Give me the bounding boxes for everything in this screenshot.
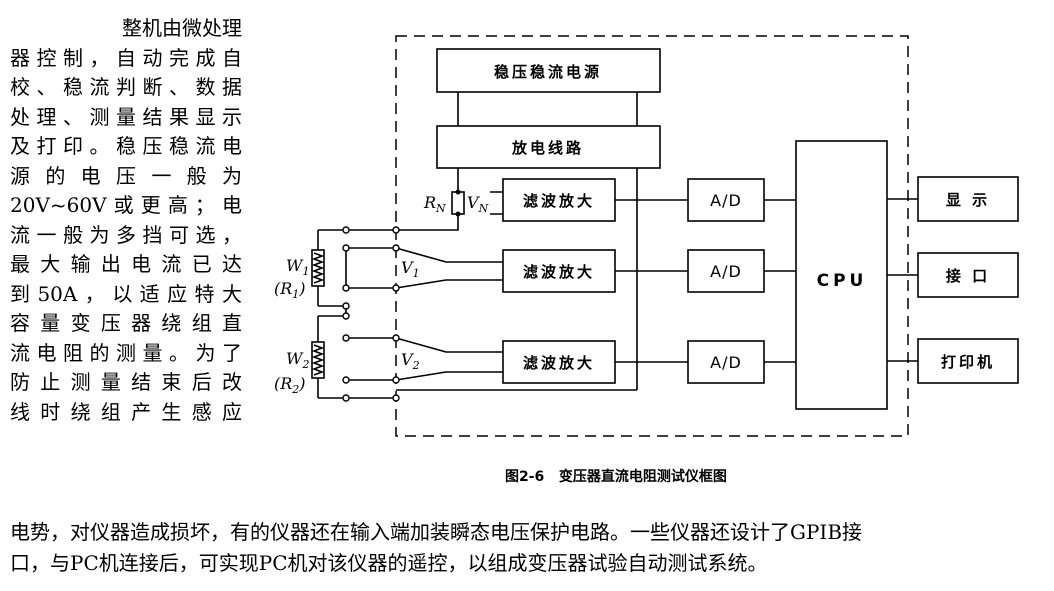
terminal <box>342 394 350 402</box>
text-line: 最大输出电流已达 <box>10 252 242 276</box>
text-line: 及打印。稳压稳流电 <box>10 134 242 158</box>
terminal <box>392 284 400 292</box>
text-line: 流电阻的测量。为了 <box>10 340 242 365</box>
terminal <box>392 394 400 402</box>
filter-amp-2 <box>502 249 616 293</box>
w2-label: W2 <box>286 349 309 371</box>
printer-block <box>917 338 1019 384</box>
w1-label: W1 <box>286 256 309 278</box>
cpu-label: CPU <box>817 271 868 291</box>
text-line: 20V~60V或更高；电 <box>10 193 242 217</box>
text-line: 器控制，自动完成自 <box>10 45 242 70</box>
adc-2-label: A/D <box>710 262 742 281</box>
side-paragraph: 整机由微处理 器控制，自动完成自 校、稳流判断、数据 处理、测量结果显示 及打印… <box>10 14 242 427</box>
v2-label: V2 <box>401 350 420 372</box>
terminal <box>342 226 350 234</box>
terminal <box>342 376 350 384</box>
terminal <box>392 376 400 384</box>
terminal <box>342 312 350 320</box>
terminal <box>342 334 350 342</box>
text-line: 防止测量结束后改 <box>10 370 242 394</box>
terminal <box>342 284 350 292</box>
adc-1-label: A/D <box>710 191 742 210</box>
shunt-resistor-rn <box>451 191 465 215</box>
bottom-paragraph: 电势，对仪器造成损坏，有的仪器还在输入端加装瞬态电压保护电路。一些仪器还设计了G… <box>10 517 1045 579</box>
discharge-block <box>436 125 661 169</box>
text-line: 线时绕组产生感应 <box>10 399 242 424</box>
adc-3 <box>687 340 765 384</box>
winding-leads <box>317 229 396 399</box>
text-line: 校、稳流判断、数据 <box>10 75 242 99</box>
terminal <box>392 334 400 342</box>
text-line: 处理、测量结果显示 <box>10 104 242 129</box>
text-line: 到50A，以适应特大 <box>10 281 242 306</box>
instrument-boundary <box>395 35 909 437</box>
adc-1 <box>687 178 765 222</box>
interface-label: 接 口 <box>946 267 990 285</box>
text-line: 源 的 电 压 一 般 为 <box>10 163 242 188</box>
text-line: 电势，对仪器造成损坏，有的仪器还在输入端加装瞬态电压保护电路。一些仪器还设计了G… <box>10 520 863 544</box>
vn-label: VN <box>467 193 489 215</box>
text-line: 流一般为多挡可选， <box>10 222 242 247</box>
terminal <box>392 226 400 234</box>
junction <box>455 211 461 217</box>
display-block <box>917 176 1019 222</box>
terminal <box>342 302 350 310</box>
v1-label: V1 <box>401 258 420 280</box>
terminal <box>342 244 350 252</box>
discharge-label: 放电线路 <box>511 139 584 157</box>
signal-wires <box>615 198 918 363</box>
power-supply-label: 稳压稳流电源 <box>494 63 602 81</box>
filter-amp-2-label: 滤波放大 <box>523 263 595 281</box>
shunt-bottom-wire <box>396 214 459 231</box>
figure-caption: 图2-6 变压器直流电阻测试仪框图 <box>505 468 727 485</box>
text-line: 口，与PC机连接后，可实现PC机对该仪器的遥控，以组成变压器试验自动测试系统。 <box>10 551 768 575</box>
v2-input-wires <box>395 337 503 381</box>
junction <box>455 189 461 195</box>
terminal <box>392 244 400 252</box>
rn-label: RN <box>423 193 446 215</box>
display-label: 显 示 <box>946 191 990 209</box>
winding-w1-coil <box>311 252 325 284</box>
filter-amp-1-label: 滤波放大 <box>523 192 595 210</box>
r1-label: (R1) <box>274 279 306 301</box>
adc-3-label: A/D <box>710 353 742 372</box>
interface-block <box>917 252 1019 298</box>
power-supply-block <box>436 48 661 93</box>
winding-w2-coil <box>311 344 325 376</box>
text-line: 整机由微处理 <box>122 16 242 40</box>
filter-amp-3-label: 滤波放大 <box>523 354 595 372</box>
cpu-block <box>795 140 888 410</box>
printer-label: 打印机 <box>941 353 995 371</box>
v1-input-wires <box>395 247 503 289</box>
vn-wire <box>490 191 503 215</box>
text-line: 容量变压器绕组直 <box>10 311 242 335</box>
r2-label: (R2) <box>274 374 306 396</box>
